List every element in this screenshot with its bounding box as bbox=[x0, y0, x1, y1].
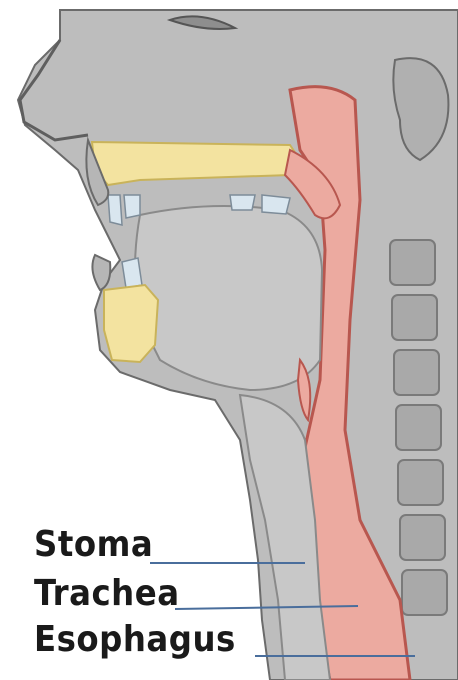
mandible bbox=[104, 285, 158, 362]
trachea-label: Trachea bbox=[34, 576, 180, 612]
esophagus-label: Esophagus bbox=[34, 622, 236, 658]
lower-teeth bbox=[122, 258, 142, 288]
tongue bbox=[135, 206, 322, 390]
stoma-label: Stoma bbox=[34, 527, 153, 563]
